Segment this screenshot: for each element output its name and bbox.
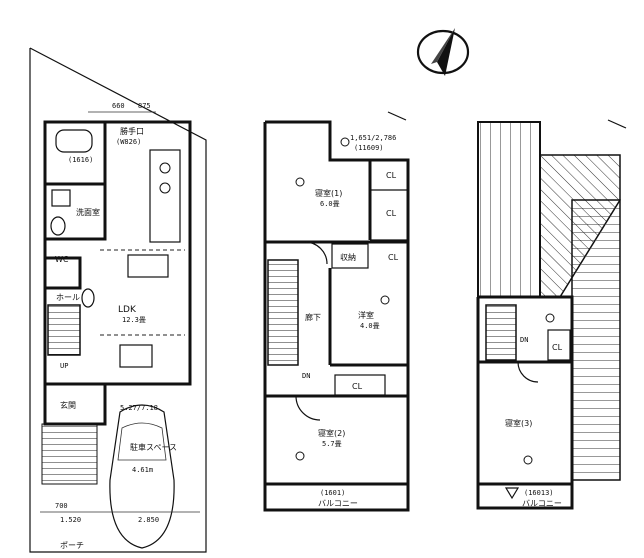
backdoor-sub: (W826)	[116, 138, 141, 146]
washroom-label: 洗面室	[76, 207, 100, 217]
site-boundary	[29, 47, 207, 553]
floor1-up-label: UP	[60, 362, 68, 370]
floor3-stairs	[485, 304, 517, 361]
floor2-stairs	[267, 259, 299, 366]
roof-hatch-top	[477, 121, 541, 298]
dim-700: 700	[55, 502, 68, 510]
porch-label: ポーチ	[60, 541, 84, 550]
bed2-area: 5.7畳	[322, 440, 342, 448]
car-dim: 4.61m	[132, 466, 153, 474]
toilet-label: WC	[55, 255, 69, 264]
warning-icon	[504, 487, 520, 500]
sofa	[119, 344, 153, 368]
cl2-label: CL	[386, 209, 397, 218]
floor1-dim-left: 660	[112, 102, 125, 110]
floor3-dn-label: DN	[520, 336, 528, 344]
washroom	[43, 182, 107, 241]
floor1-stairs	[47, 304, 81, 356]
bed2-label: 寝室(2)	[318, 428, 345, 438]
ldk-area: 12.3畳	[122, 316, 146, 324]
floor1-hatch	[41, 423, 98, 485]
floor3-balcony-dim: (16013)	[524, 489, 554, 497]
bath-label: (1616)	[68, 156, 93, 164]
kitchen-counter	[149, 149, 181, 243]
room2-area: 4.0畳	[360, 322, 380, 330]
floor1-dim-right: 875	[138, 102, 151, 110]
dim-2850: 2.850	[138, 516, 159, 524]
floor1-outline	[43, 120, 192, 386]
roof-hatch-right	[571, 199, 621, 481]
toilet-room	[43, 256, 82, 290]
dining-table	[127, 254, 169, 278]
floor-2-plan: 1,651/2,786 (11609) 寝室(1) 6.0畳 CL CL 収納 …	[263, 111, 410, 512]
floor-3-plan: DN CL 寝室(3) (16013) バルコニー	[476, 119, 627, 510]
ceiling-note: 1,651/2,786	[350, 134, 396, 142]
backdoor-label: 勝手口	[120, 126, 144, 136]
car-outline	[109, 404, 175, 549]
cl3-label: CL	[388, 253, 399, 262]
entrance-label: 玄関	[60, 400, 76, 410]
floor3-closet	[547, 329, 571, 361]
hall-label: ホール	[56, 293, 80, 302]
area-text: 5.27/7.18	[120, 404, 158, 412]
dim-1520: 1.520	[60, 516, 81, 524]
bath-room	[43, 120, 107, 186]
floor3-outline	[476, 295, 574, 510]
room2-label: 洋室	[358, 310, 374, 320]
floor-1-plan: 660 875 (1616) 勝手口 (W826) 洗面室 WC UP ホール …	[29, 47, 207, 553]
cl1-label: CL	[386, 171, 397, 180]
floor2-dn-label: DN	[302, 372, 310, 380]
bed1-area: 6.0畳	[320, 200, 340, 208]
floor2-balcony-dim: (1601)	[320, 489, 345, 497]
floor2-outline	[263, 120, 410, 512]
closet-label: 収納	[340, 252, 356, 262]
bathtub	[55, 129, 93, 153]
ldk-label: LDK	[118, 305, 137, 315]
corridor-label: 廊下	[305, 312, 321, 322]
bed1-label: 寝室(1)	[315, 188, 342, 198]
north-arrow-icon	[416, 28, 470, 76]
cl4-label: CL	[352, 382, 363, 391]
floor3-cl-label: CL	[552, 343, 563, 352]
parking-label: 駐車スペース	[130, 442, 177, 452]
storage-closet	[331, 243, 369, 269]
floor2-balcony-label: バルコニー	[318, 499, 358, 508]
floor3-balcony-label: バルコニー	[522, 499, 562, 508]
ceiling-sub: (11609)	[354, 144, 384, 152]
bed3-label: 寝室(3)	[505, 418, 532, 428]
